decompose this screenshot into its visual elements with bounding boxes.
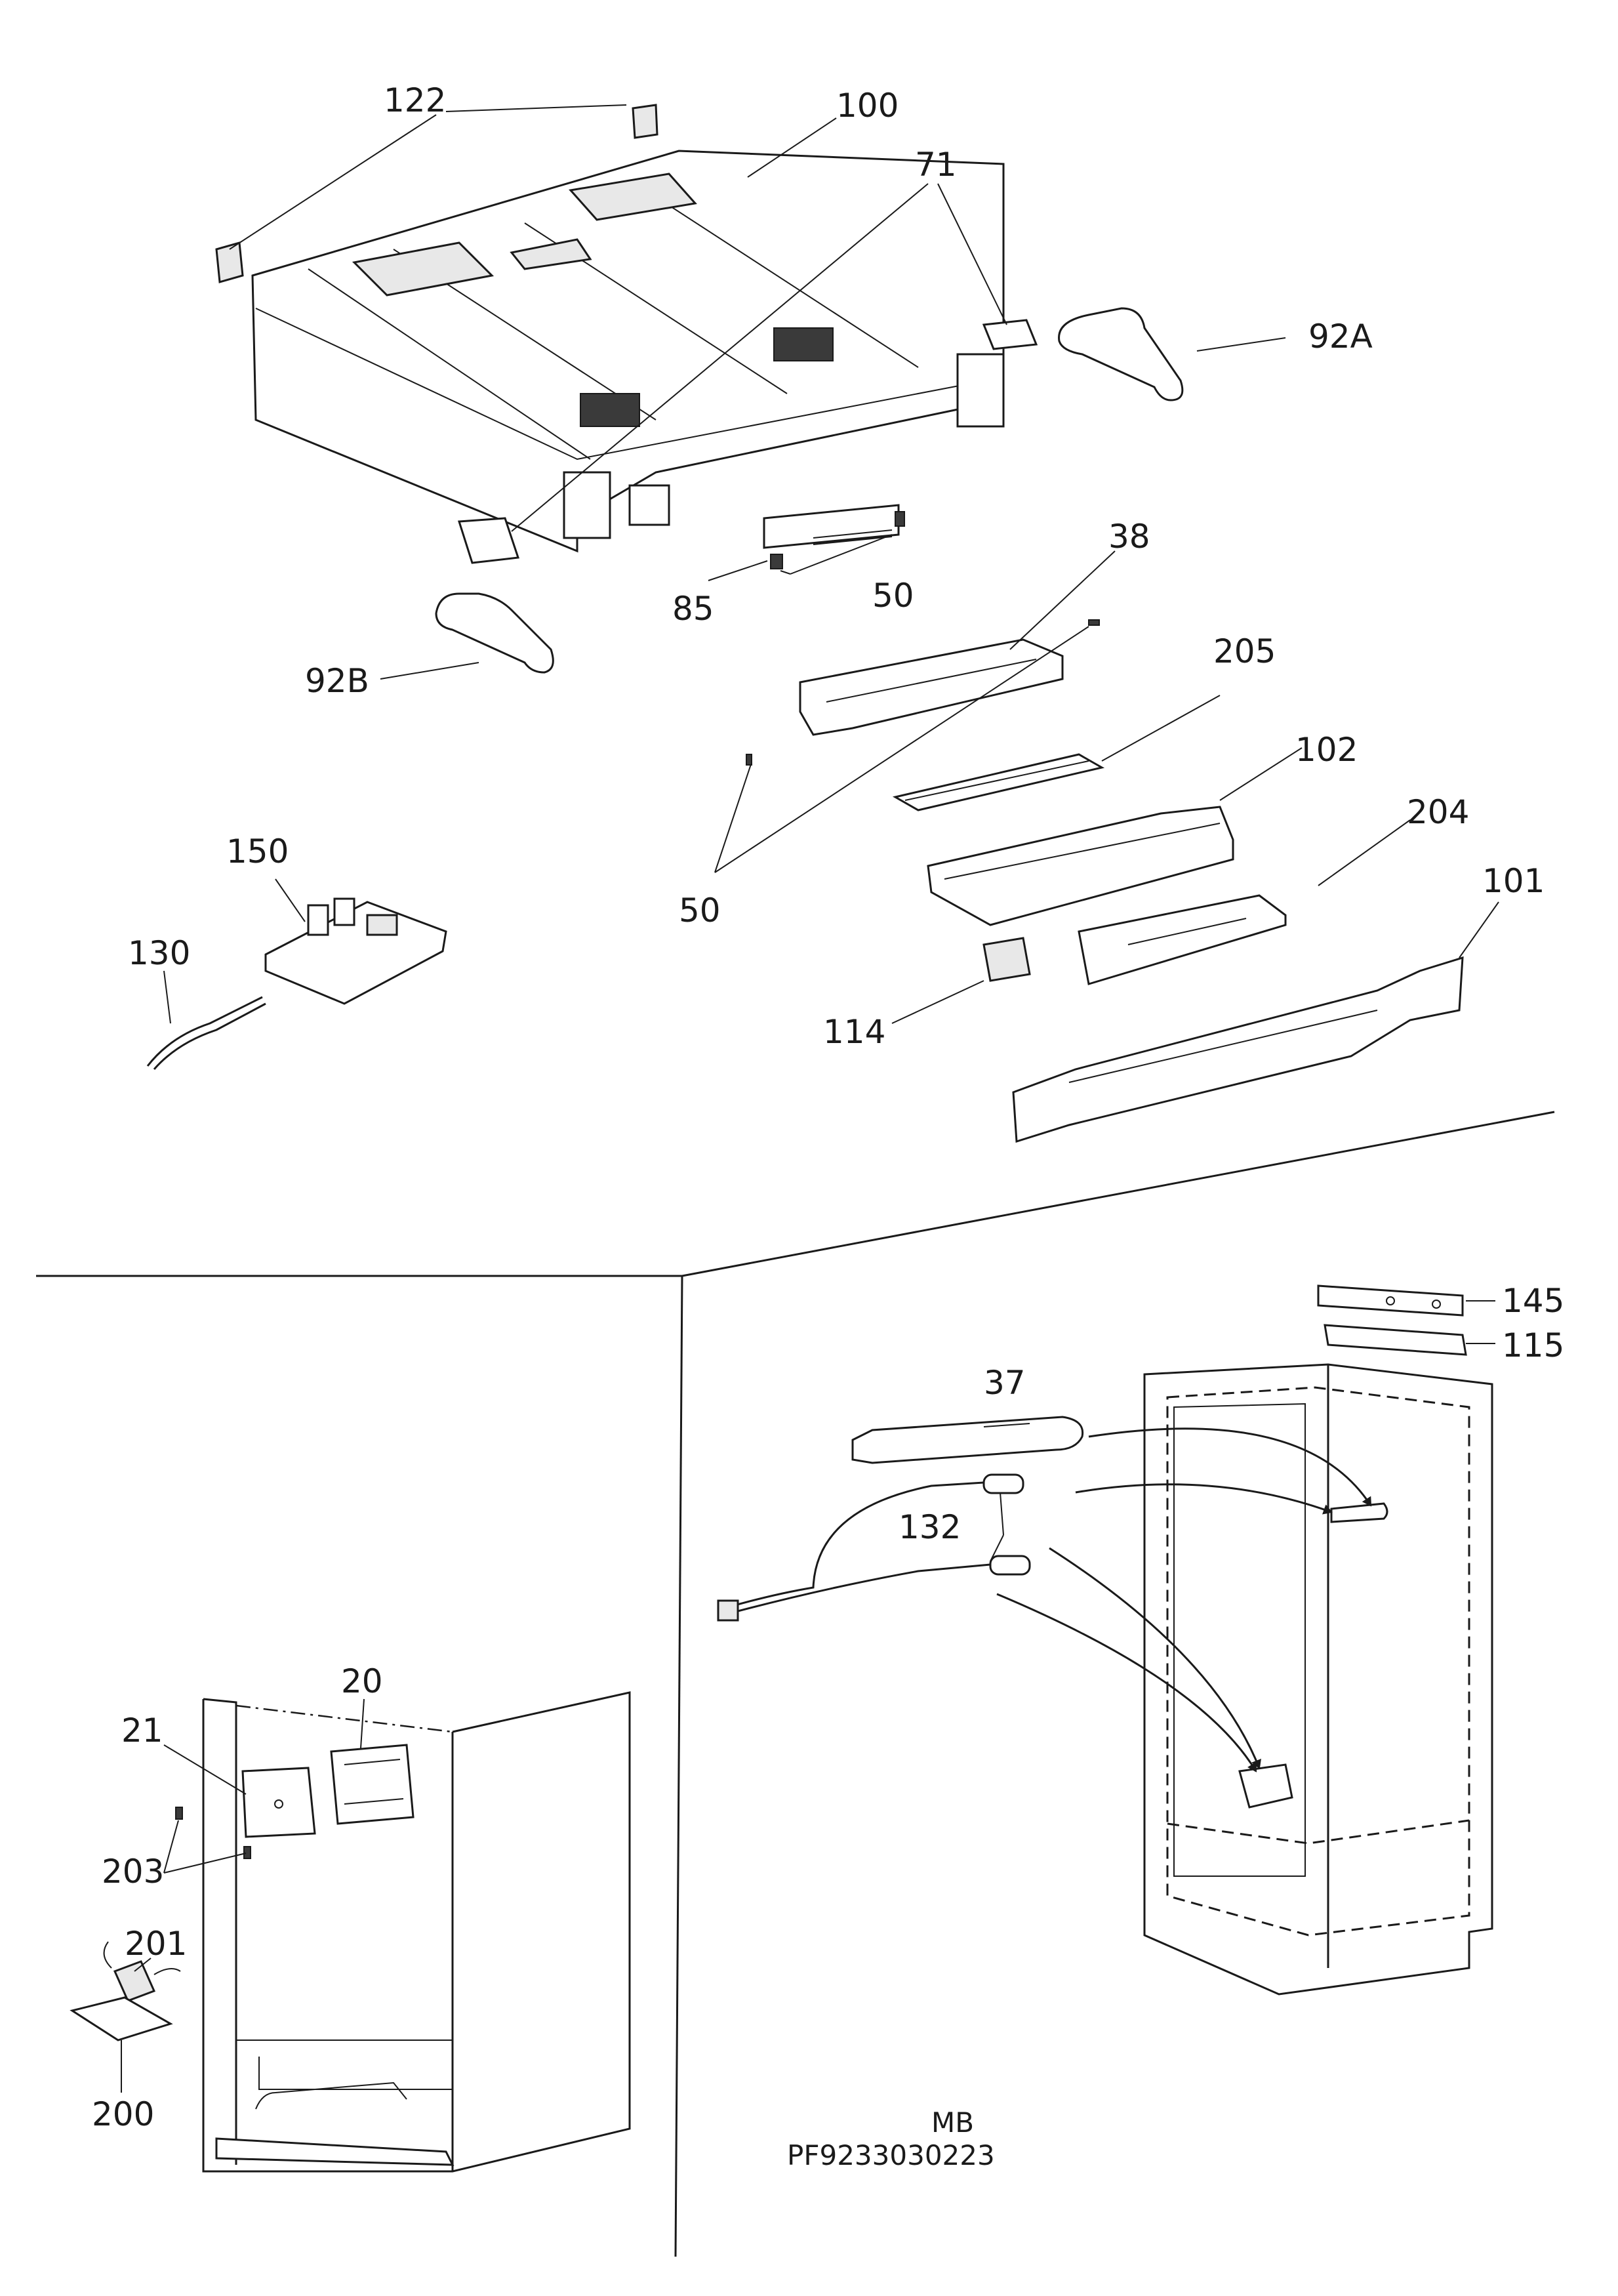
label-100: 100 [836,87,899,125]
bracket-part-38 [746,619,1100,766]
label-102: 102 [1295,731,1358,769]
label-200: 200 [92,2095,154,2133]
rear-cabinet [202,1691,631,2173]
label-205: 205 [1213,632,1276,670]
label-92B: 92B [305,662,369,700]
label-50-upper: 50 [872,577,914,615]
rail-part-145 [1317,1284,1464,1317]
label-145: 145 [1502,1282,1564,1320]
key-part-92B [435,592,554,674]
label-122: 122 [384,81,446,119]
plate-part-200 [70,1996,173,2041]
board-part-85 [763,504,905,569]
label-114: 114 [823,1013,885,1051]
label-21: 21 [121,1712,163,1750]
label-71: 71 [915,146,957,184]
sensor-cable-part-132 [717,1473,1031,1622]
control-board-part-204 [1078,894,1287,985]
panel-dividers [36,1111,1555,2257]
cover-part-21 [241,1767,316,1838]
label-85: 85 [672,590,714,628]
leader-lines-left [121,1698,365,2093]
document-code: PF9233030223 [787,2139,995,2171]
label-20: 20 [341,1662,383,1700]
leader-lines-top [163,104,1499,1024]
housing-part-102 [927,806,1234,926]
label-38: 38 [1108,518,1150,556]
block-part-114 [982,937,1031,982]
bracket-part-20 [330,1744,415,1825]
clip-parts-122 [215,104,658,283]
label-203: 203 [102,1853,164,1891]
cabinet-outline [1143,1363,1493,1996]
label-150: 150 [226,832,289,871]
strip-part-115 [1324,1324,1467,1356]
label-37: 37 [984,1364,1026,1402]
cover-parts-71 [457,319,1038,564]
label-132: 132 [899,1508,961,1546]
key-part-92A [1058,307,1184,401]
power-board-part-150 [264,897,447,1005]
label-115: 115 [1502,1326,1564,1364]
label-204: 204 [1407,793,1469,831]
leader-lines-right [990,1300,1495,1562]
label-50-lower: 50 [679,892,721,930]
label-201: 201 [125,1925,187,1963]
transformer-part-201 [103,1941,181,2002]
label-130: 130 [128,934,190,972]
panel-part-205 [892,753,1105,811]
screw-parts-203 [175,1807,251,1859]
sensor-target-parts [1238,1502,1388,1809]
label-92A: 92A [1308,318,1373,356]
sensor-holder-part-37 [851,1416,1084,1464]
label-101: 101 [1482,862,1545,900]
model-code: MB [931,2106,974,2139]
top-tray-part [251,150,1005,553]
sensor-arrows [996,1427,1372,1773]
cable-part-130 [146,996,266,1070]
trim-part-101 [1012,956,1464,1143]
